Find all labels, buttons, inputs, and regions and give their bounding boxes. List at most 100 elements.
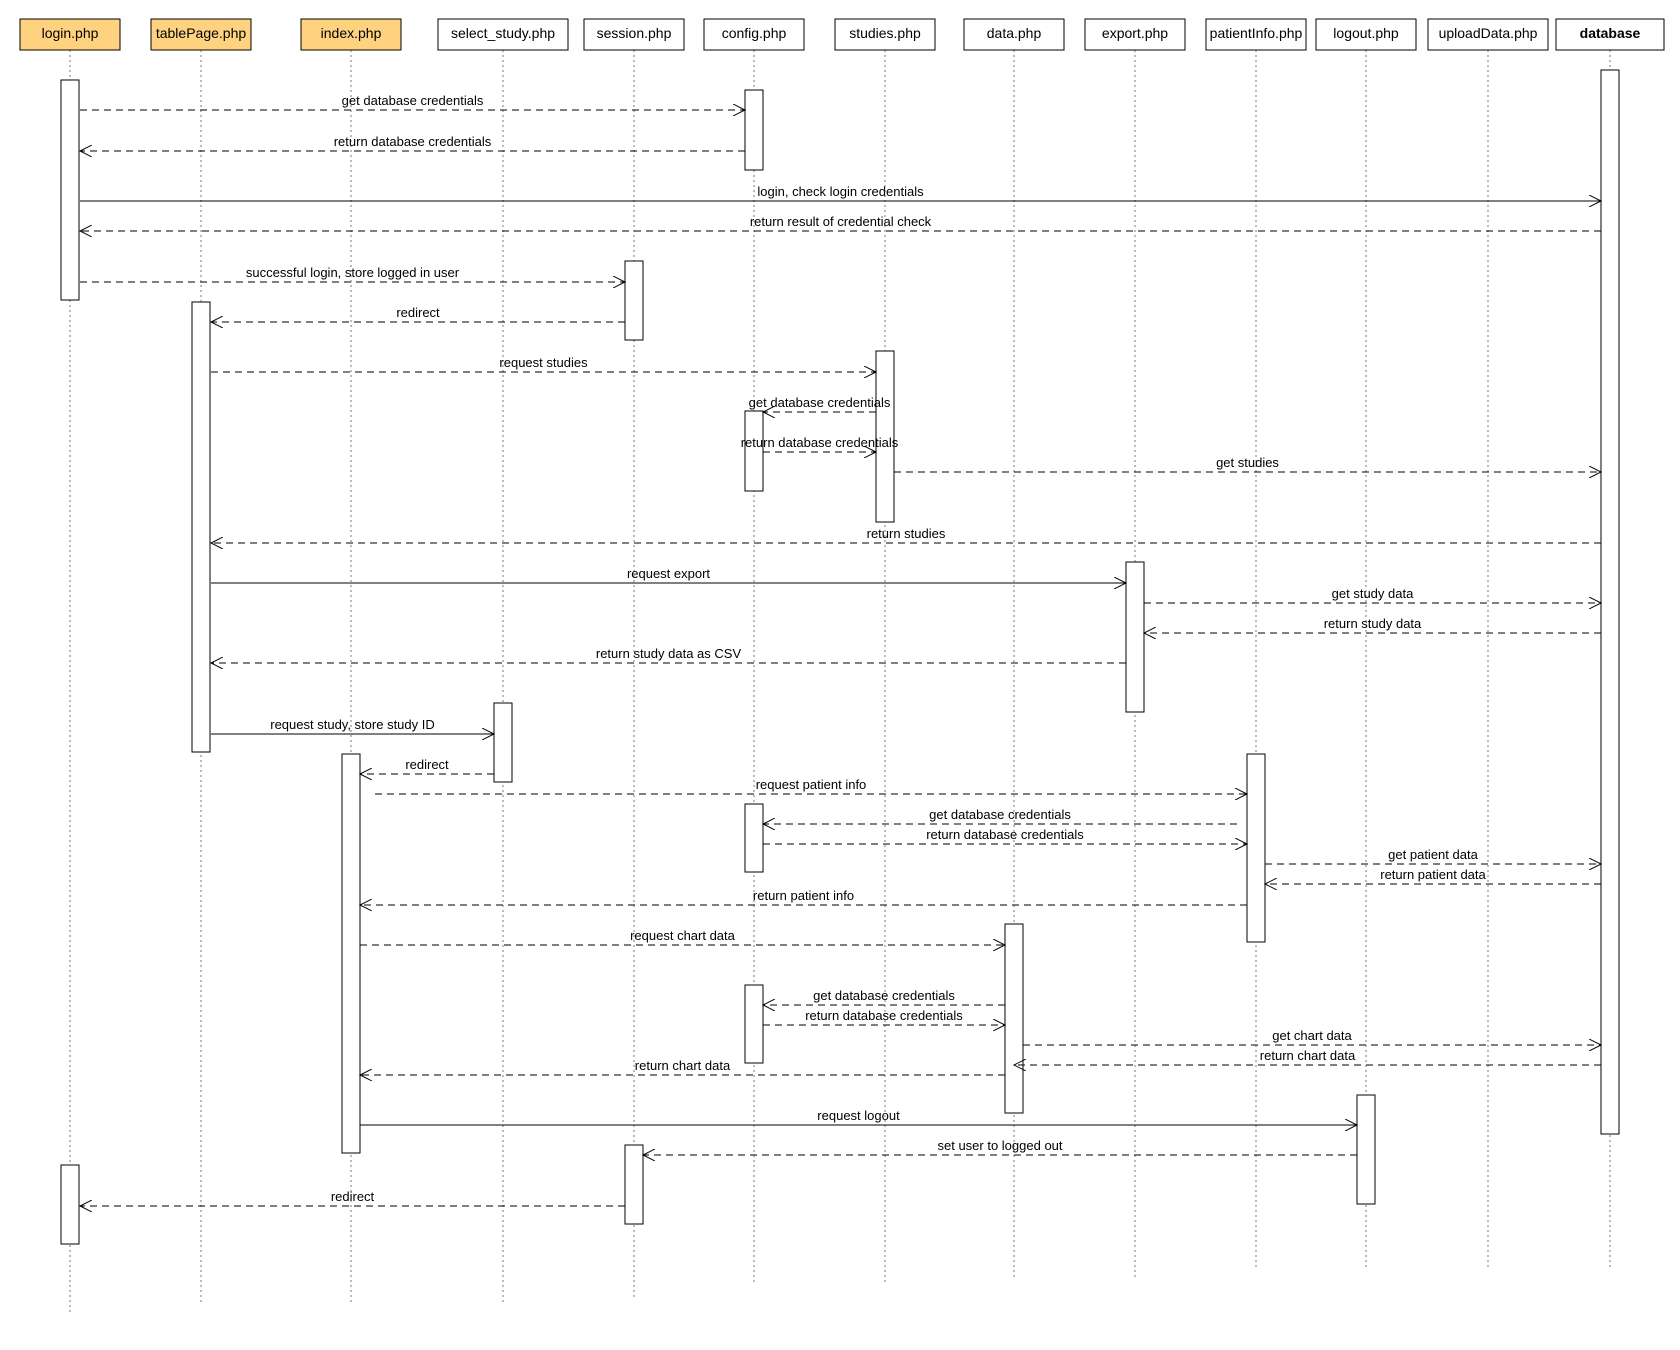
message-label: get database credentials: [342, 93, 484, 108]
message-label: get study data: [1332, 586, 1414, 601]
message-30: request logout: [360, 1108, 1357, 1125]
participant-label-export: export.php: [1102, 25, 1168, 41]
participant-data: [963, 18, 1065, 51]
activation-data: [1004, 923, 1024, 1114]
participant-label-index: index.php: [321, 25, 382, 41]
participant-label-tablePage: tablePage.php: [156, 25, 247, 41]
message-9: return database credentials: [741, 435, 899, 452]
participant-label-data: data.php: [987, 25, 1042, 41]
activation-database: [1600, 69, 1620, 1135]
message-label: get database credentials: [813, 988, 955, 1003]
message-17: redirect: [360, 757, 494, 774]
message-22: return patient data: [1265, 867, 1601, 884]
activation-login: [60, 79, 80, 301]
message-label: return result of credential check: [750, 214, 932, 229]
message-5: successful login, store logged in user: [80, 265, 625, 282]
message-label: return database credentials: [741, 435, 899, 450]
message-label: redirect: [331, 1189, 375, 1204]
activation-config: [744, 803, 764, 873]
participant-label-database: database: [1580, 25, 1641, 41]
message-21: get patient data: [1265, 847, 1601, 864]
message-14: return study data: [1144, 616, 1601, 633]
message-25: get database credentials: [763, 988, 1005, 1005]
message-26: return database credentials: [763, 1008, 1005, 1025]
message-23: return patient info: [360, 888, 1247, 905]
message-label: return study data: [1324, 616, 1422, 631]
participant-uploadData: [1427, 18, 1549, 51]
activation-logout: [1356, 1094, 1376, 1205]
message-label: get database credentials: [929, 807, 1071, 822]
participant-tablePage: [150, 18, 252, 51]
message-label: return studies: [867, 526, 946, 541]
activation-export: [1125, 561, 1145, 713]
message-label: return patient data: [1380, 867, 1486, 882]
message-label: return study data as CSV: [596, 646, 742, 661]
participant-select_study: [437, 18, 569, 51]
message-label: set user to logged out: [937, 1138, 1062, 1153]
message-13: get study data: [1144, 586, 1601, 603]
message-label: request patient info: [756, 777, 867, 792]
activation-login: [60, 1164, 80, 1245]
participant-label-patientInfo: patientInfo.php: [1210, 25, 1303, 41]
message-4: return result of credential check: [80, 214, 1601, 231]
activation-session: [624, 1144, 644, 1225]
message-label: return chart data: [1260, 1048, 1356, 1063]
message-27: get chart data: [1023, 1028, 1601, 1045]
message-label: return database credentials: [926, 827, 1084, 842]
message-label: return chart data: [635, 1058, 731, 1073]
participant-label-select_study: select_study.php: [451, 25, 555, 41]
message-3: login, check login credentials: [80, 184, 1601, 201]
message-16: request study, store study ID: [211, 717, 494, 734]
message-label: redirect: [396, 305, 440, 320]
activation-config: [744, 410, 764, 492]
message-label: get studies: [1216, 455, 1279, 470]
message-24: request chart data: [360, 928, 1005, 945]
activation-select_study: [493, 702, 513, 783]
participant-config: [703, 18, 805, 51]
message-32: redirect: [80, 1189, 625, 1206]
message-2: return database credentials: [80, 134, 745, 151]
activation-studies: [875, 350, 895, 523]
message-label: login, check login credentials: [757, 184, 924, 199]
participant-label-uploadData: uploadData.php: [1439, 25, 1538, 41]
message-28: return chart data: [1014, 1048, 1601, 1065]
message-label: get chart data: [1272, 1028, 1352, 1043]
message-label: request studies: [499, 355, 588, 370]
participant-logout: [1315, 18, 1417, 51]
message-label: get patient data: [1388, 847, 1478, 862]
message-label: request study, store study ID: [270, 717, 435, 732]
participant-export: [1084, 18, 1186, 51]
participant-session: [583, 18, 685, 51]
participant-database: [1555, 18, 1665, 51]
participant-label-logout: logout.php: [1333, 25, 1399, 41]
message-label: return database credentials: [334, 134, 492, 149]
participant-label-studies: studies.php: [849, 25, 921, 41]
message-label: request export: [627, 566, 710, 581]
participant-patientInfo: [1205, 18, 1307, 51]
message-7: request studies: [211, 355, 876, 372]
activation-session: [624, 260, 644, 341]
activation-tablePage: [191, 301, 211, 753]
participant-login: [19, 18, 121, 51]
activation-index: [341, 753, 361, 1154]
activation-patientInfo: [1246, 753, 1266, 943]
message-15: return study data as CSV: [211, 646, 1126, 663]
message-label: successful login, store logged in user: [246, 265, 460, 280]
message-1: get database credentials: [80, 93, 745, 110]
message-18: request patient info: [375, 777, 1247, 794]
message-31: set user to logged out: [643, 1138, 1357, 1155]
message-label: return patient info: [753, 888, 854, 903]
message-20: return database credentials: [763, 827, 1247, 844]
participant-studies: [834, 18, 936, 51]
message-10: get studies: [894, 455, 1601, 472]
message-label: request chart data: [630, 928, 736, 943]
activation-config: [744, 984, 764, 1064]
message-label: request logout: [817, 1108, 900, 1123]
participant-index: [300, 18, 402, 51]
participant-label-session: session.php: [597, 25, 672, 41]
message-19: get database credentials: [763, 807, 1237, 824]
message-8: get database credentials: [749, 395, 891, 412]
activation-config: [744, 89, 764, 171]
message-label: get database credentials: [749, 395, 891, 410]
